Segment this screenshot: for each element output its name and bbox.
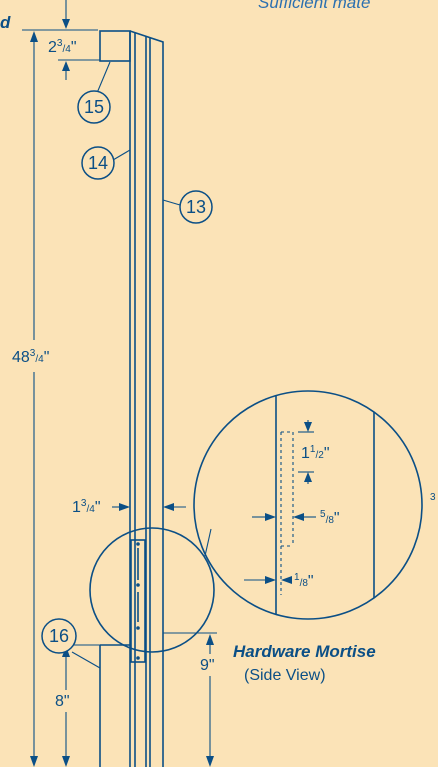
mortise-detail-view: 11/2" 5/8" 1/8" 3 — [193, 390, 436, 620]
right-edge-fragment: 3 — [430, 492, 436, 503]
overall-height-label: 483/4" — [12, 348, 49, 366]
top-block-label: 23/4" — [48, 38, 77, 56]
callout-15-number: 15 — [84, 97, 104, 117]
callout-16: 16 — [41, 618, 101, 669]
top-block-part — [99, 30, 131, 62]
top-block-dimension: 23/4" — [48, 0, 100, 80]
slot-depth-label: 5/8" — [320, 509, 340, 527]
callout-13-number: 13 — [186, 197, 206, 217]
left-edge-fragment: d — [0, 13, 11, 32]
bottom-right-dimension: 9" — [163, 632, 224, 767]
thickness-dimension: 13/4" — [72, 498, 186, 516]
magnify-circle — [89, 527, 215, 653]
detail-subtitle: (Side View) — [244, 667, 326, 684]
bottom-right-label: 9" — [200, 657, 215, 674]
bottom-left-label: 8" — [55, 693, 70, 710]
mortise-hardware — [130, 539, 146, 663]
callout-13: 13 — [162, 190, 213, 224]
overall-height-dimension: 483/4" — [12, 29, 98, 767]
callout-16-number: 16 — [49, 626, 69, 646]
plate-inset-label: 1/8" — [294, 572, 314, 590]
callout-14: 14 — [81, 146, 131, 180]
detail-title: Hardware Mortise — [233, 642, 376, 661]
jamb-assembly — [99, 30, 164, 767]
callout-15: 15 — [77, 61, 111, 124]
top-note-text: Sufficient mate — [258, 0, 370, 12]
slot-length-label: 11/2" — [301, 444, 330, 462]
callout-14-number: 14 — [88, 153, 108, 173]
bottom-left-dimension: 8" — [52, 644, 100, 767]
detail-leader-line — [204, 528, 212, 557]
thickness-label: 13/4" — [72, 498, 101, 516]
